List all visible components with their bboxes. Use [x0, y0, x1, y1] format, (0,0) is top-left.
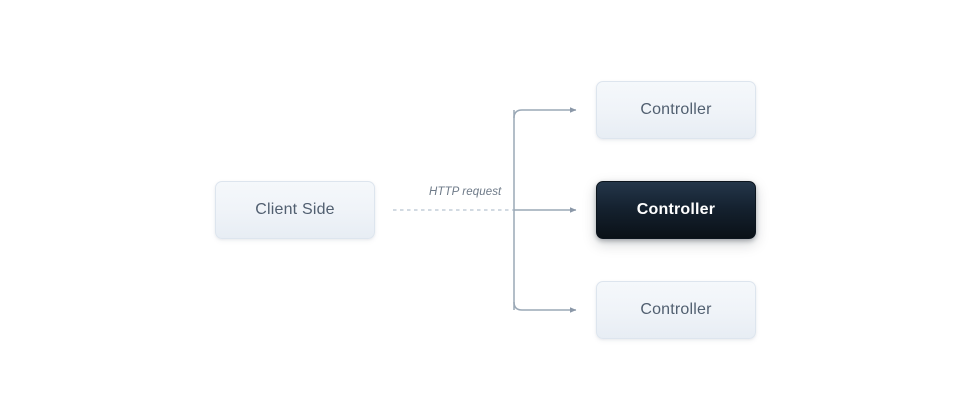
node-controller-bottom[interactable]: Controller: [596, 281, 756, 339]
edge-branch-bottom: [513, 301, 577, 313]
node-client-side-label: Client Side: [255, 201, 335, 218]
http-request-label: HTTP request: [429, 186, 502, 198]
node-controller-bottom-label: Controller: [640, 301, 712, 318]
node-controller-top-label: Controller: [640, 101, 712, 118]
node-controller-top[interactable]: Controller: [596, 81, 756, 139]
node-controller-middle[interactable]: Controller: [596, 181, 756, 239]
node-client-side[interactable]: Client Side: [215, 181, 375, 239]
edge-branch-top: [513, 107, 577, 119]
node-controller-middle-label: Controller: [636, 201, 716, 218]
